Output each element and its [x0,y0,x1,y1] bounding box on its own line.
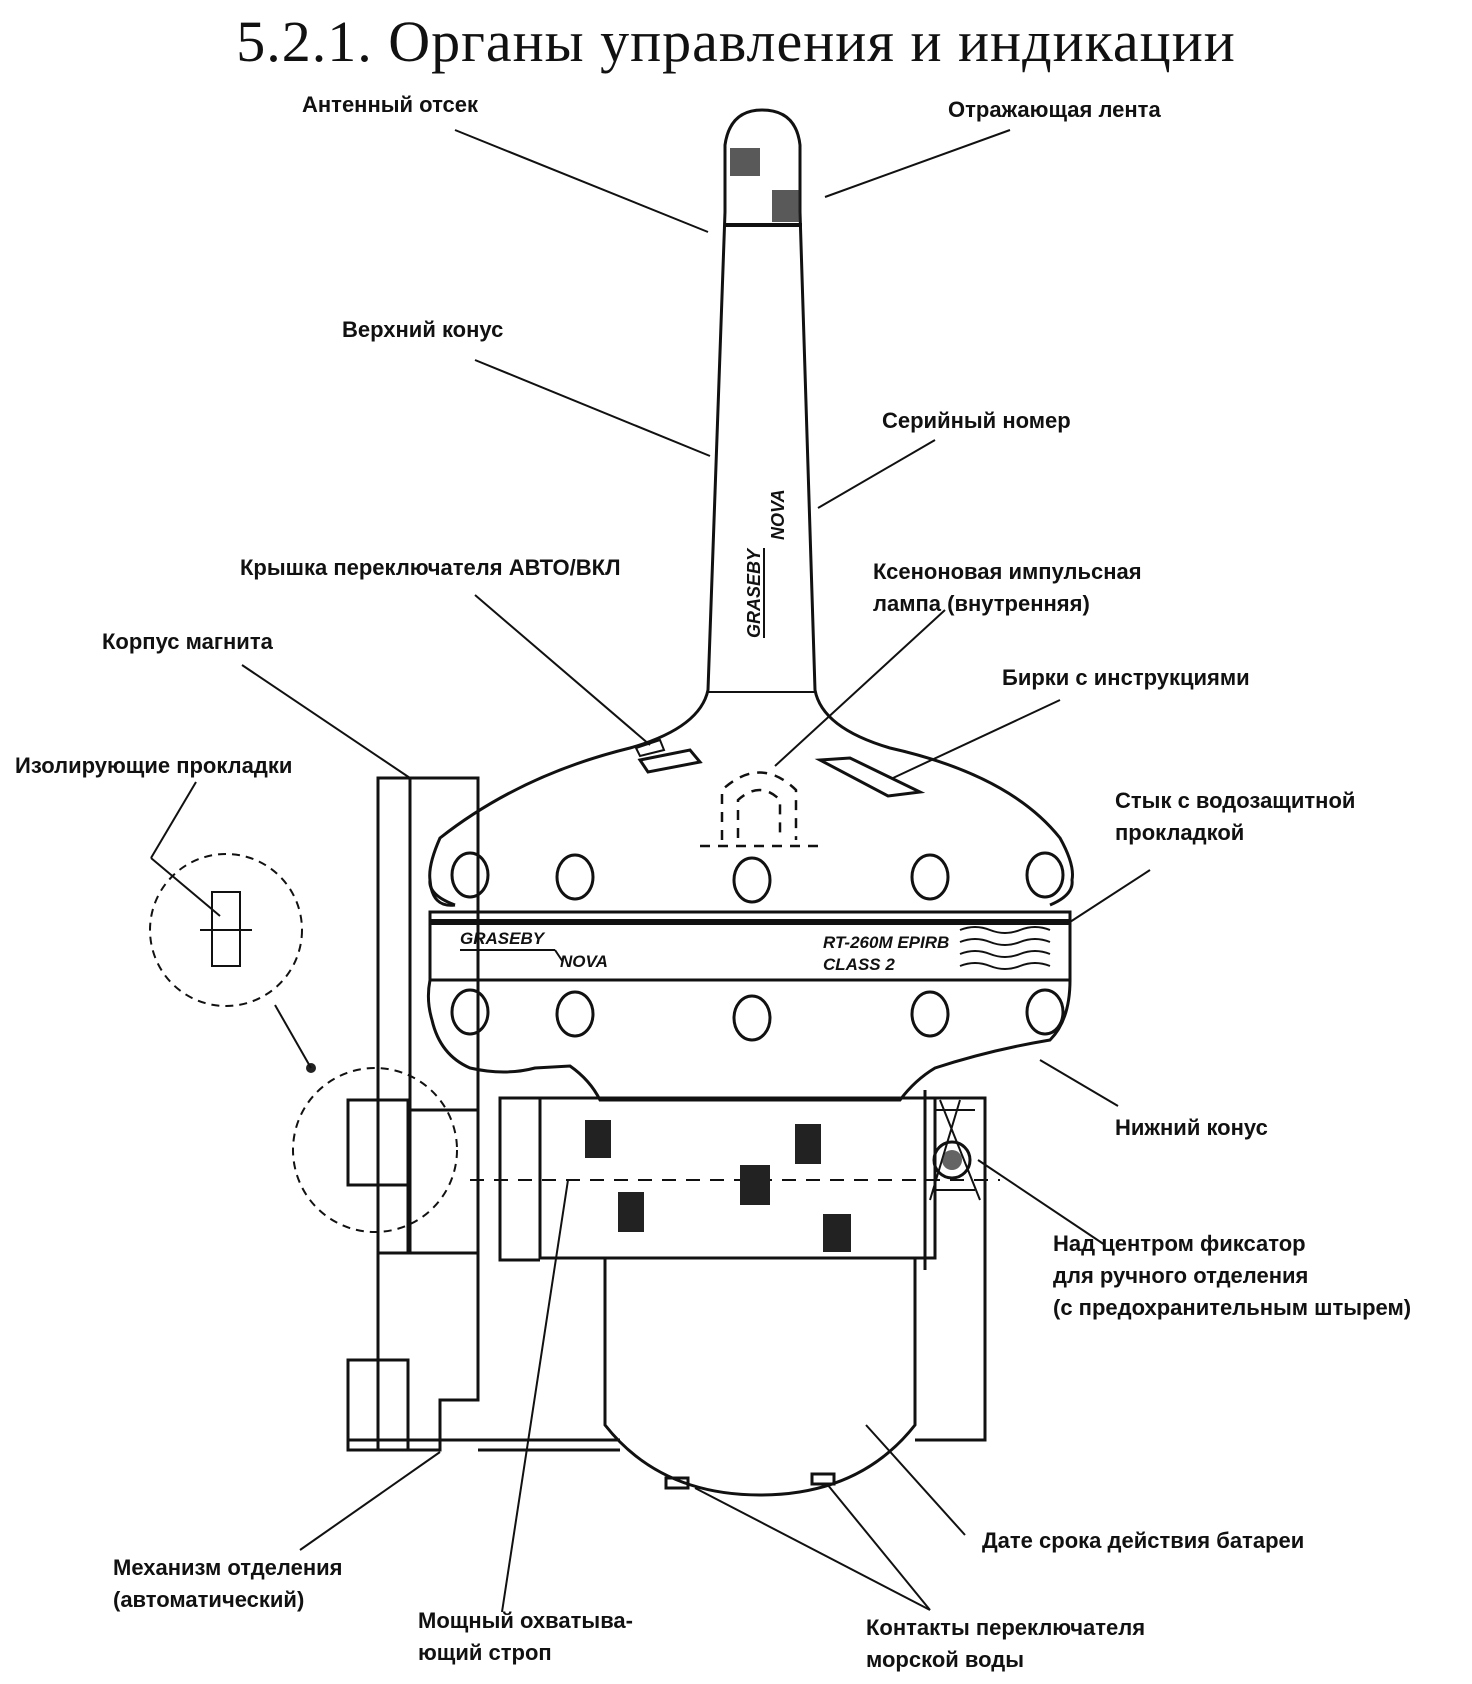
label-upper-cone: Верхний конус [342,317,504,342]
lower-body [426,979,1072,1102]
leader-lower-cone [1039,1059,1119,1107]
battery-canister [538,1096,937,1260]
label-release-line-2: (автоматический) [113,1587,305,1612]
leader-xenon [774,609,946,767]
label-magnet-housing: Корпус магнита [102,629,273,654]
cone-brand-1: GRASEBY [744,547,764,638]
label-release-line-1: Механизм отделения [113,1555,343,1580]
label-strap-line-2: ющий строп [418,1640,552,1665]
label-serial-number: Серийный номер [882,408,1071,433]
leader-battery-date [865,1424,966,1536]
label-xenon-line-2: лампа (внутренняя) [873,591,1090,616]
label-strap-line-1: Мощный охватыва- [418,1608,633,1633]
leader-instruction-tags [892,699,1061,779]
leader-serial-number [817,439,936,509]
leader-contacts-b [826,1483,931,1611]
bracket-detail-circle [292,1067,458,1233]
label-contacts-line-2: морской воды [866,1647,1025,1672]
label-center-line-1: Над центром фиксатор [1053,1231,1306,1256]
leader-release [299,1451,441,1551]
bracket-frame [406,1108,480,1255]
label-center-line-2: для ручного отделения [1053,1263,1309,1288]
label-contacts-line-1: Контакты переключателя [866,1615,1146,1640]
instruction-tag [814,756,926,798]
leader-contacts-a [694,1487,931,1611]
diagram-title: 5.2.1. Органы управления и индикации [236,9,1236,74]
leader-upper-cone [474,359,711,457]
leader-joint [1069,869,1151,923]
label-xenon: Ксеноновая импульсная лампа (внутренняя) [873,556,1142,620]
band-model: RT-260M EPIRB [823,933,949,952]
label-release-mechanism: Механизм отделения (автоматический) [113,1552,342,1616]
label-xenon-line-1: Ксеноновая импульсная [873,559,1142,584]
label-joint: Стык с водозащитной прокладкой [1115,785,1355,849]
leader-switch-cover [474,594,651,746]
switch-cover [637,748,703,774]
label-battery-date: Дате срока действия батареи [982,1528,1305,1553]
label-switch-cover: Крышка переключателя АВТО/ВКЛ [240,555,621,580]
leader-antenna [454,129,709,233]
magnet-housing [376,776,480,1255]
upper-body [428,879,456,907]
label-center-line-3: (с предохранительным штырем) [1053,1295,1412,1320]
leader-center [977,1159,1106,1246]
label-seawater-contacts: Контакты переключателя морской воды [866,1612,1145,1676]
label-center-fixture: Над центром фиксатор для ручного отделен… [1053,1228,1411,1324]
label-joint-line-2: прокладкой [1115,820,1245,845]
insulating-pads-detail [149,853,303,1007]
label-strap: Мощный охватыва- ющий строп [418,1605,633,1669]
band-class: CLASS 2 [823,955,895,974]
label-instruction-tags: Бирки с инструкциями [1002,665,1250,690]
label-antenna: Антенный отсек [302,92,479,117]
battery-bottom [603,1258,917,1497]
label-band [428,910,1072,982]
leader-insulating-pads [150,781,197,859]
leader-magnet-housing [241,664,411,779]
cone-brand-2: NOVA [768,489,788,540]
label-reflective-tape: Отражающая лента [948,97,1161,122]
band-brand-2: NOVA [560,952,608,971]
label-lower-cone: Нижний конус [1115,1115,1268,1140]
band-brand-1: GRASEBY [460,929,546,948]
label-joint-line-1: Стык с водозащитной [1115,788,1356,813]
label-insulating-pads: Изолирующие прокладки [15,753,293,778]
leader-detail [274,1004,312,1069]
release-fixture [932,1140,972,1180]
leader-strap [501,1179,569,1613]
antenna-cap [723,108,802,212]
leader-reflective-tape [824,129,1011,198]
